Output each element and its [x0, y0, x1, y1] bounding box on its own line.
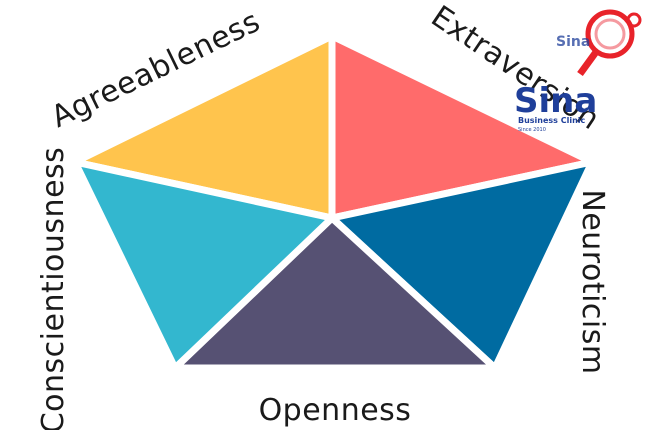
pentagon	[64, 30, 603, 374]
label-openness: Openness	[259, 393, 412, 428]
magnifier-icon	[577, 9, 642, 77]
logo-tagline: Business Clinic	[518, 116, 586, 125]
label-conscientiousness: Conscientiousness	[36, 147, 71, 430]
logo-since: Since 2010	[518, 127, 546, 133]
sina-logo: Sina Sina Business Clinic Since 2010	[514, 9, 642, 133]
logo-brand-small: Sina	[556, 34, 590, 50]
segment-conscientiousness	[68, 157, 340, 374]
label-neuroticism: Neuroticism	[575, 189, 610, 374]
magnifier-lens	[585, 9, 635, 59]
magnifier-handle	[577, 49, 599, 77]
magnifier-inner	[594, 18, 626, 50]
magnifier-dot	[626, 12, 642, 28]
logo-brand: Sina	[514, 81, 597, 121]
